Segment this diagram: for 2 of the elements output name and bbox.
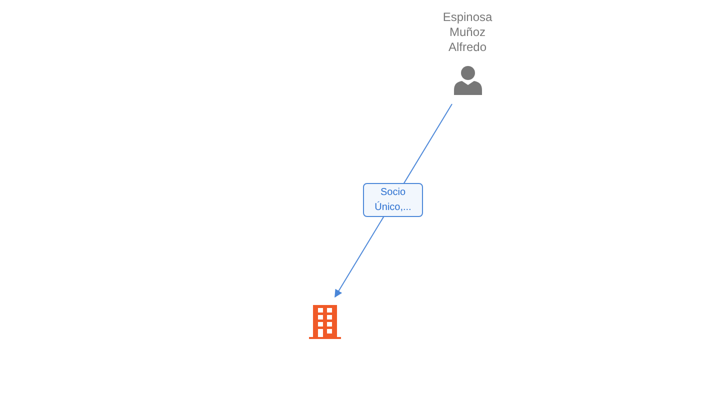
edge-label: Socio Único,... [363,182,423,216]
person-name: Espinosa Muñoz Alfredo [442,10,494,55]
